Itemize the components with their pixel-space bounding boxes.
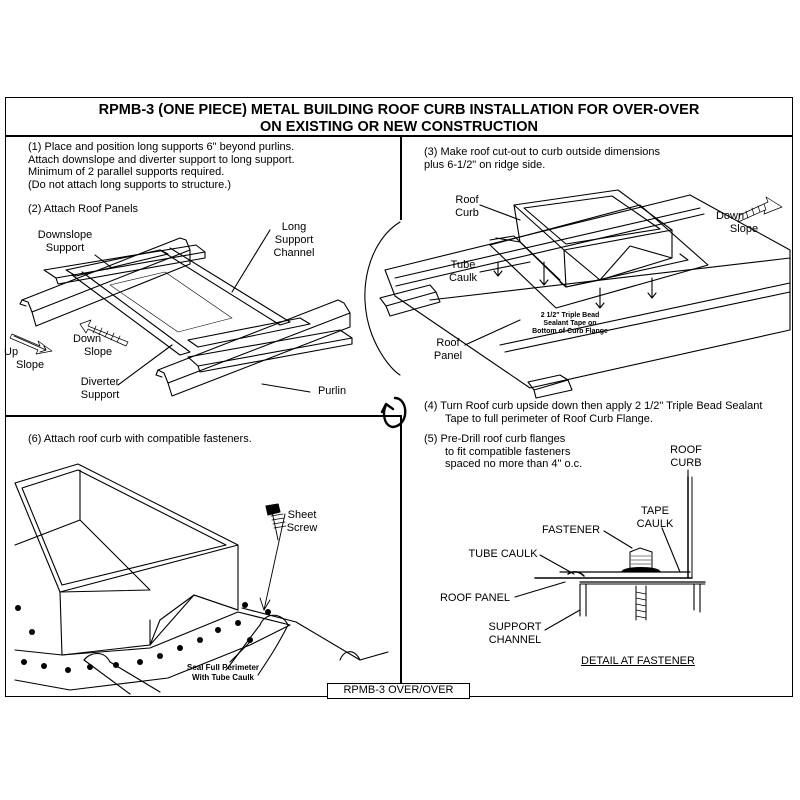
down-slope-arrow-right-icon bbox=[737, 196, 783, 223]
label-long-support-channel: Long Support Channel bbox=[273, 221, 315, 259]
label-seal-perimeter: Seal Full Perimeter With Tube Caulk bbox=[186, 663, 260, 682]
label-diverter-support: Diverter Support bbox=[80, 376, 120, 401]
vertical-divider-bottom bbox=[400, 415, 402, 697]
label-detail-title: DETAIL AT FASTENER bbox=[581, 655, 695, 667]
label-down-slope-left: Down Slope bbox=[72, 333, 113, 358]
step-5-text: (5) Pre-Drill roof curb flanges to fit c… bbox=[424, 433, 583, 470]
mid-divider-left bbox=[5, 415, 400, 417]
label-up-slope: Up Slope bbox=[4, 346, 45, 371]
label-detail-roof-curb: ROOF CURB bbox=[670, 444, 702, 469]
step-4-text: (4) Turn Roof curb upside down then appl… bbox=[424, 400, 763, 425]
step-1-text: (1) Place and position long supports 6" … bbox=[28, 141, 295, 191]
curb-closeup-illustration bbox=[14, 463, 389, 695]
label-detail-roof-panel: ROOF PANEL bbox=[439, 592, 511, 604]
title-line-1: RPMB-3 (ONE PIECE) METAL BUILDING ROOF C… bbox=[98, 102, 700, 118]
fastener-detail-illustration bbox=[514, 469, 706, 631]
label-detail-fastener: FASTENER bbox=[541, 524, 601, 536]
label-purlin: Purlin bbox=[317, 385, 347, 397]
framing-illustration bbox=[9, 229, 353, 397]
title-divider bbox=[5, 135, 793, 137]
curb-on-panel-illustration bbox=[364, 189, 791, 399]
label-down-slope-right: Down Slope bbox=[715, 210, 759, 235]
label-downslope-support: Downslope Support bbox=[37, 229, 93, 254]
fastener-dots bbox=[15, 602, 271, 673]
step-6-text: (6) Attach roof curb with compatible fas… bbox=[28, 433, 252, 445]
step-2-text: (2) Attach Roof Panels bbox=[28, 203, 139, 215]
fastener-head-icon bbox=[631, 555, 651, 565]
label-sheet-screw: Sheet Screw bbox=[286, 509, 318, 534]
label-detail-tape-caulk: TAPE CAULK bbox=[636, 505, 674, 530]
rotate-arrow-icon bbox=[380, 396, 407, 429]
step-3-text: (3) Make roof cut-out to curb outside di… bbox=[424, 146, 661, 171]
label-detail-support-channel: SUPPORT CHANNEL bbox=[488, 621, 542, 646]
label-detail-tube-caulk: TUBE CAULK bbox=[468, 548, 538, 560]
label-roof-curb: Roof Curb bbox=[455, 194, 479, 219]
label-roof-panel-top: Roof Panel bbox=[433, 337, 463, 362]
down-slope-arrow-icon bbox=[79, 319, 129, 347]
title-line-2: ON EXISTING OR NEW CONSTRUCTION bbox=[260, 119, 538, 135]
page-title: RPMB-3 (ONE PIECE) METAL BUILDING ROOF C… bbox=[5, 102, 793, 136]
vertical-divider-top bbox=[400, 135, 402, 220]
label-triple-bead-tape: 2 1/2" Triple Bead Sealant Tape on Botto… bbox=[532, 312, 608, 335]
label-tube-caulk-top: Tube Caulk bbox=[448, 259, 478, 284]
footer-tag: RPMB-3 OVER/OVER bbox=[327, 683, 470, 699]
